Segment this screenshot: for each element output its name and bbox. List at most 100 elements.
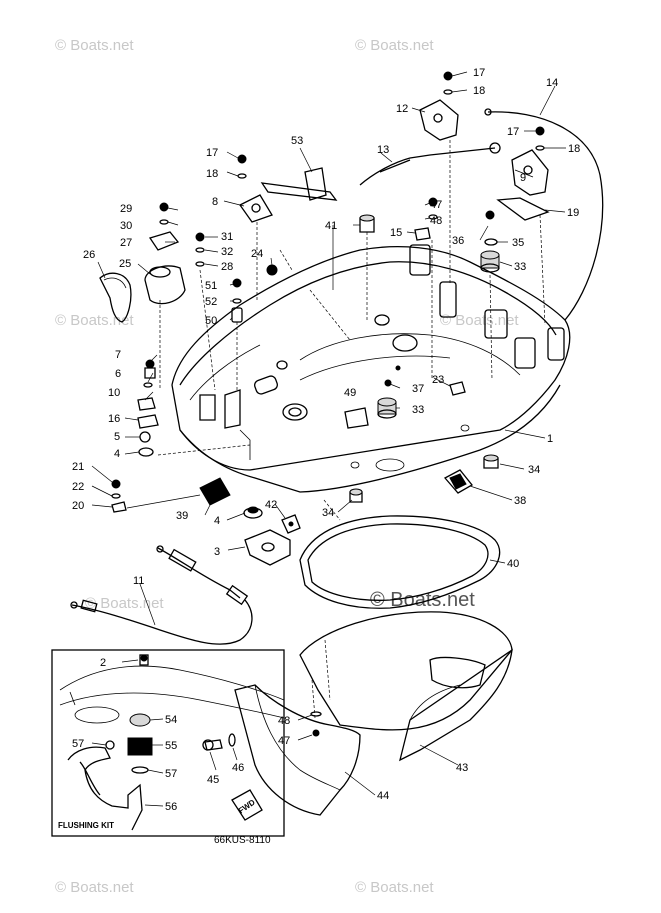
grommet-4-lower — [243, 506, 263, 519]
callout-42: 42 — [265, 499, 277, 511]
callout-38: 38 — [514, 495, 526, 507]
linkage-53 — [260, 167, 338, 201]
grommet-33-lower — [377, 397, 397, 419]
callout-17: 17 — [507, 126, 519, 138]
callout-48: 48 — [278, 715, 290, 727]
callout-30: 30 — [120, 220, 132, 232]
callout-32: 32 — [221, 246, 233, 258]
callout-4: 4 — [214, 515, 220, 527]
seal-40 — [299, 515, 501, 609]
callout-35: 35 — [512, 237, 524, 249]
callout-18: 18 — [473, 85, 485, 97]
callout-47: 47 — [278, 735, 290, 747]
callout-12: 12 — [396, 103, 408, 115]
callout-57: 57 — [165, 768, 177, 780]
screw-45 — [202, 711, 322, 751]
callout-50: 50 — [205, 315, 217, 327]
strap-26 — [99, 272, 132, 323]
callout-5: 5 — [114, 431, 120, 443]
cover-3 — [244, 529, 291, 566]
diagram-code: 66KUS-8110 — [214, 835, 271, 846]
bottom-cowling — [171, 244, 571, 493]
callout-57: 57 — [72, 738, 84, 750]
callout-9: 9 — [520, 172, 526, 184]
bolt-47-upper — [414, 197, 438, 241]
callout-41: 41 — [325, 220, 337, 232]
bracket-27 — [148, 202, 205, 267]
callout-14: 14 — [546, 77, 558, 89]
callout-25: 25 — [119, 258, 131, 270]
callout-45: 45 — [207, 774, 219, 786]
callout-43: 43 — [456, 762, 468, 774]
bracket-9 — [511, 126, 549, 196]
watermark: © Boats.net — [85, 595, 164, 612]
watermark: © Boats.net — [355, 879, 434, 896]
callout-6: 6 — [115, 368, 121, 380]
flushing-kit-title: FLUSHING KIT — [58, 821, 114, 830]
bolt-24 — [266, 264, 278, 276]
callout-46: 46 — [232, 762, 244, 774]
apron-43 — [299, 611, 513, 762]
callout-17: 17 — [473, 67, 485, 79]
callout-4: 4 — [114, 448, 120, 460]
callout-20: 20 — [72, 500, 84, 512]
callout-16: 16 — [108, 413, 120, 425]
watermark: © Boats.net — [55, 879, 134, 896]
callout-17: 17 — [206, 147, 218, 159]
callout-13: 13 — [377, 144, 389, 156]
callout-7: 7 — [115, 349, 121, 361]
watermark: © Boats.net — [55, 312, 134, 329]
callout-26: 26 — [83, 249, 95, 261]
callout-33: 33 — [412, 404, 424, 416]
flushing-kit-inset: FLUSHING KIT — [51, 649, 285, 837]
fwd-label: FWD — [237, 798, 257, 816]
callout-49: 49 — [344, 387, 356, 399]
callout-2: 2 — [100, 657, 106, 669]
callout-31: 31 — [221, 231, 233, 243]
callout-18: 18 — [568, 143, 580, 155]
callout-10: 10 — [108, 387, 120, 399]
callout-23: 23 — [432, 374, 444, 386]
callout-48: 48 — [430, 215, 442, 227]
callout-1: 1 — [547, 433, 553, 445]
clamp-49 — [344, 407, 369, 429]
callout-24: 24 — [251, 248, 263, 260]
callout-37: 37 — [412, 383, 424, 395]
callout-27: 27 — [120, 237, 132, 249]
callout-44: 44 — [377, 790, 389, 802]
callout-36: 36 — [452, 235, 464, 247]
callout-55: 55 — [165, 740, 177, 752]
callout-33: 33 — [514, 261, 526, 273]
bracket-8 — [237, 154, 273, 223]
callout-28: 28 — [221, 261, 233, 273]
filter-25 — [144, 265, 186, 305]
callout-54: 54 — [165, 714, 177, 726]
fwd-arrow — [231, 789, 263, 821]
bolt-stack-50 — [231, 278, 243, 323]
grommet-41 — [359, 214, 375, 233]
callout-11: 11 — [133, 575, 144, 587]
cable-14 — [484, 108, 604, 321]
watermark-large: © Boats.net — [370, 589, 475, 611]
callout-34: 34 — [322, 507, 334, 519]
grommet-33-upper — [480, 250, 500, 273]
plate-19 — [496, 197, 550, 221]
watermarks: © Boats.net © Boats.net © Boats.net © Bo… — [55, 37, 519, 896]
callout-15: 15 — [390, 227, 402, 239]
callout-51: 51 — [205, 280, 217, 292]
callout-47: 47 — [430, 199, 442, 211]
bracket-12 — [419, 71, 459, 141]
grommet-34-left — [349, 488, 363, 503]
leader-lines — [91, 71, 566, 796]
callout-53: 53 — [291, 135, 303, 147]
clip-23 — [449, 381, 466, 396]
callout-8: 8 — [212, 196, 218, 208]
callout-18: 18 — [206, 168, 218, 180]
callout-22: 22 — [72, 481, 84, 493]
block-38 — [443, 469, 473, 494]
callout-21: 21 — [72, 461, 84, 473]
grommet-34-right — [483, 454, 499, 469]
cable-13 — [359, 142, 501, 186]
callout-19: 19 — [567, 207, 579, 219]
